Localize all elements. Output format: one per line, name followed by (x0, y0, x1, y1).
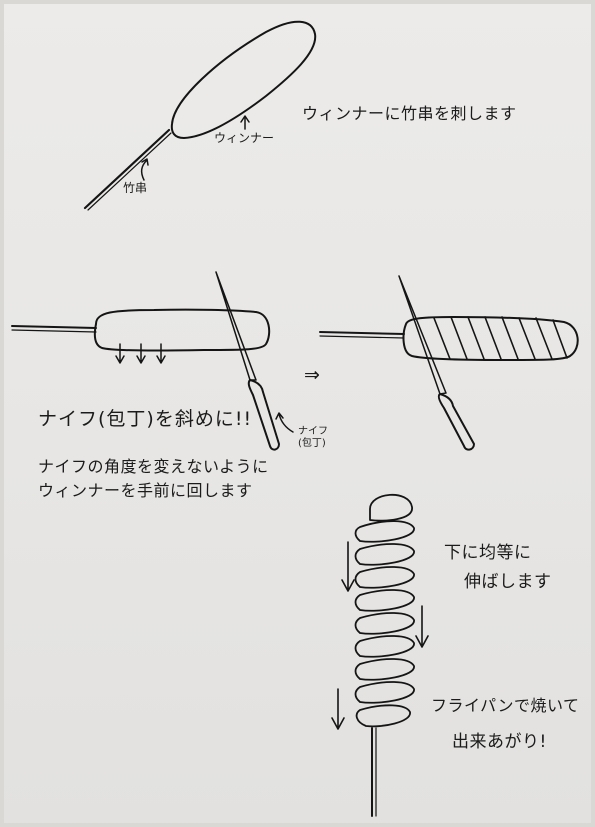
step2-left-drawing (11, 271, 294, 451)
skewer-stick (83, 128, 171, 210)
spiral-coil (354, 493, 415, 728)
rotate-instruction-line2: ウィンナーを手前に回します (38, 481, 253, 500)
stretch-instruction-line1: 下に均等に (444, 543, 532, 563)
spiral-cuts (433, 316, 568, 360)
sausage-outline (170, 20, 317, 139)
step2-right-drawing (319, 275, 579, 451)
step1-drawing (83, 20, 317, 211)
down-arrow-1 (341, 541, 355, 592)
knife-instruction: ナイフ(包丁)を斜めに!! (38, 408, 253, 430)
knife-label-line1: ナイフ (298, 426, 328, 437)
knife-label-arrow (275, 412, 294, 433)
knife-blade-right (398, 275, 447, 395)
step1-instruction: ウィンナーに竹串を刺します (302, 104, 517, 123)
step3-drawing (331, 493, 429, 817)
finish-instruction-line2: 出来あがり! (452, 732, 547, 752)
transition-arrow: ⇒ (304, 364, 321, 386)
down-arrow-3 (331, 688, 345, 730)
skewer-right (319, 331, 405, 335)
sausage-label-arrow (240, 115, 250, 130)
finish-instruction-line1: フライパンで焼いて (431, 696, 580, 715)
sausage-horizontal (93, 308, 271, 352)
rotate-instruction-line1: ナイフの角度を変えないように (38, 457, 269, 476)
down-arrow-2 (415, 605, 429, 648)
skewer-label-arrow (140, 158, 149, 181)
sketch-paper: ウィンナーに竹串を刺します ウィンナー 竹串 ⇒ ナイフ (包丁) ナイフ(包丁… (4, 4, 591, 823)
knife-blade (215, 271, 257, 381)
illustration (11, 20, 579, 817)
knife-handle-right (437, 393, 475, 451)
skewer-label: 竹串 (123, 181, 148, 195)
down-arrows (115, 343, 166, 364)
sausage-label: ウィンナー (214, 131, 275, 145)
skewer-left (11, 325, 97, 329)
sausage-cut (402, 316, 579, 361)
knife-label-line2: (包丁) (298, 438, 326, 449)
knife-handle (247, 379, 280, 451)
stretch-instruction-line2: 伸ばします (464, 572, 552, 592)
